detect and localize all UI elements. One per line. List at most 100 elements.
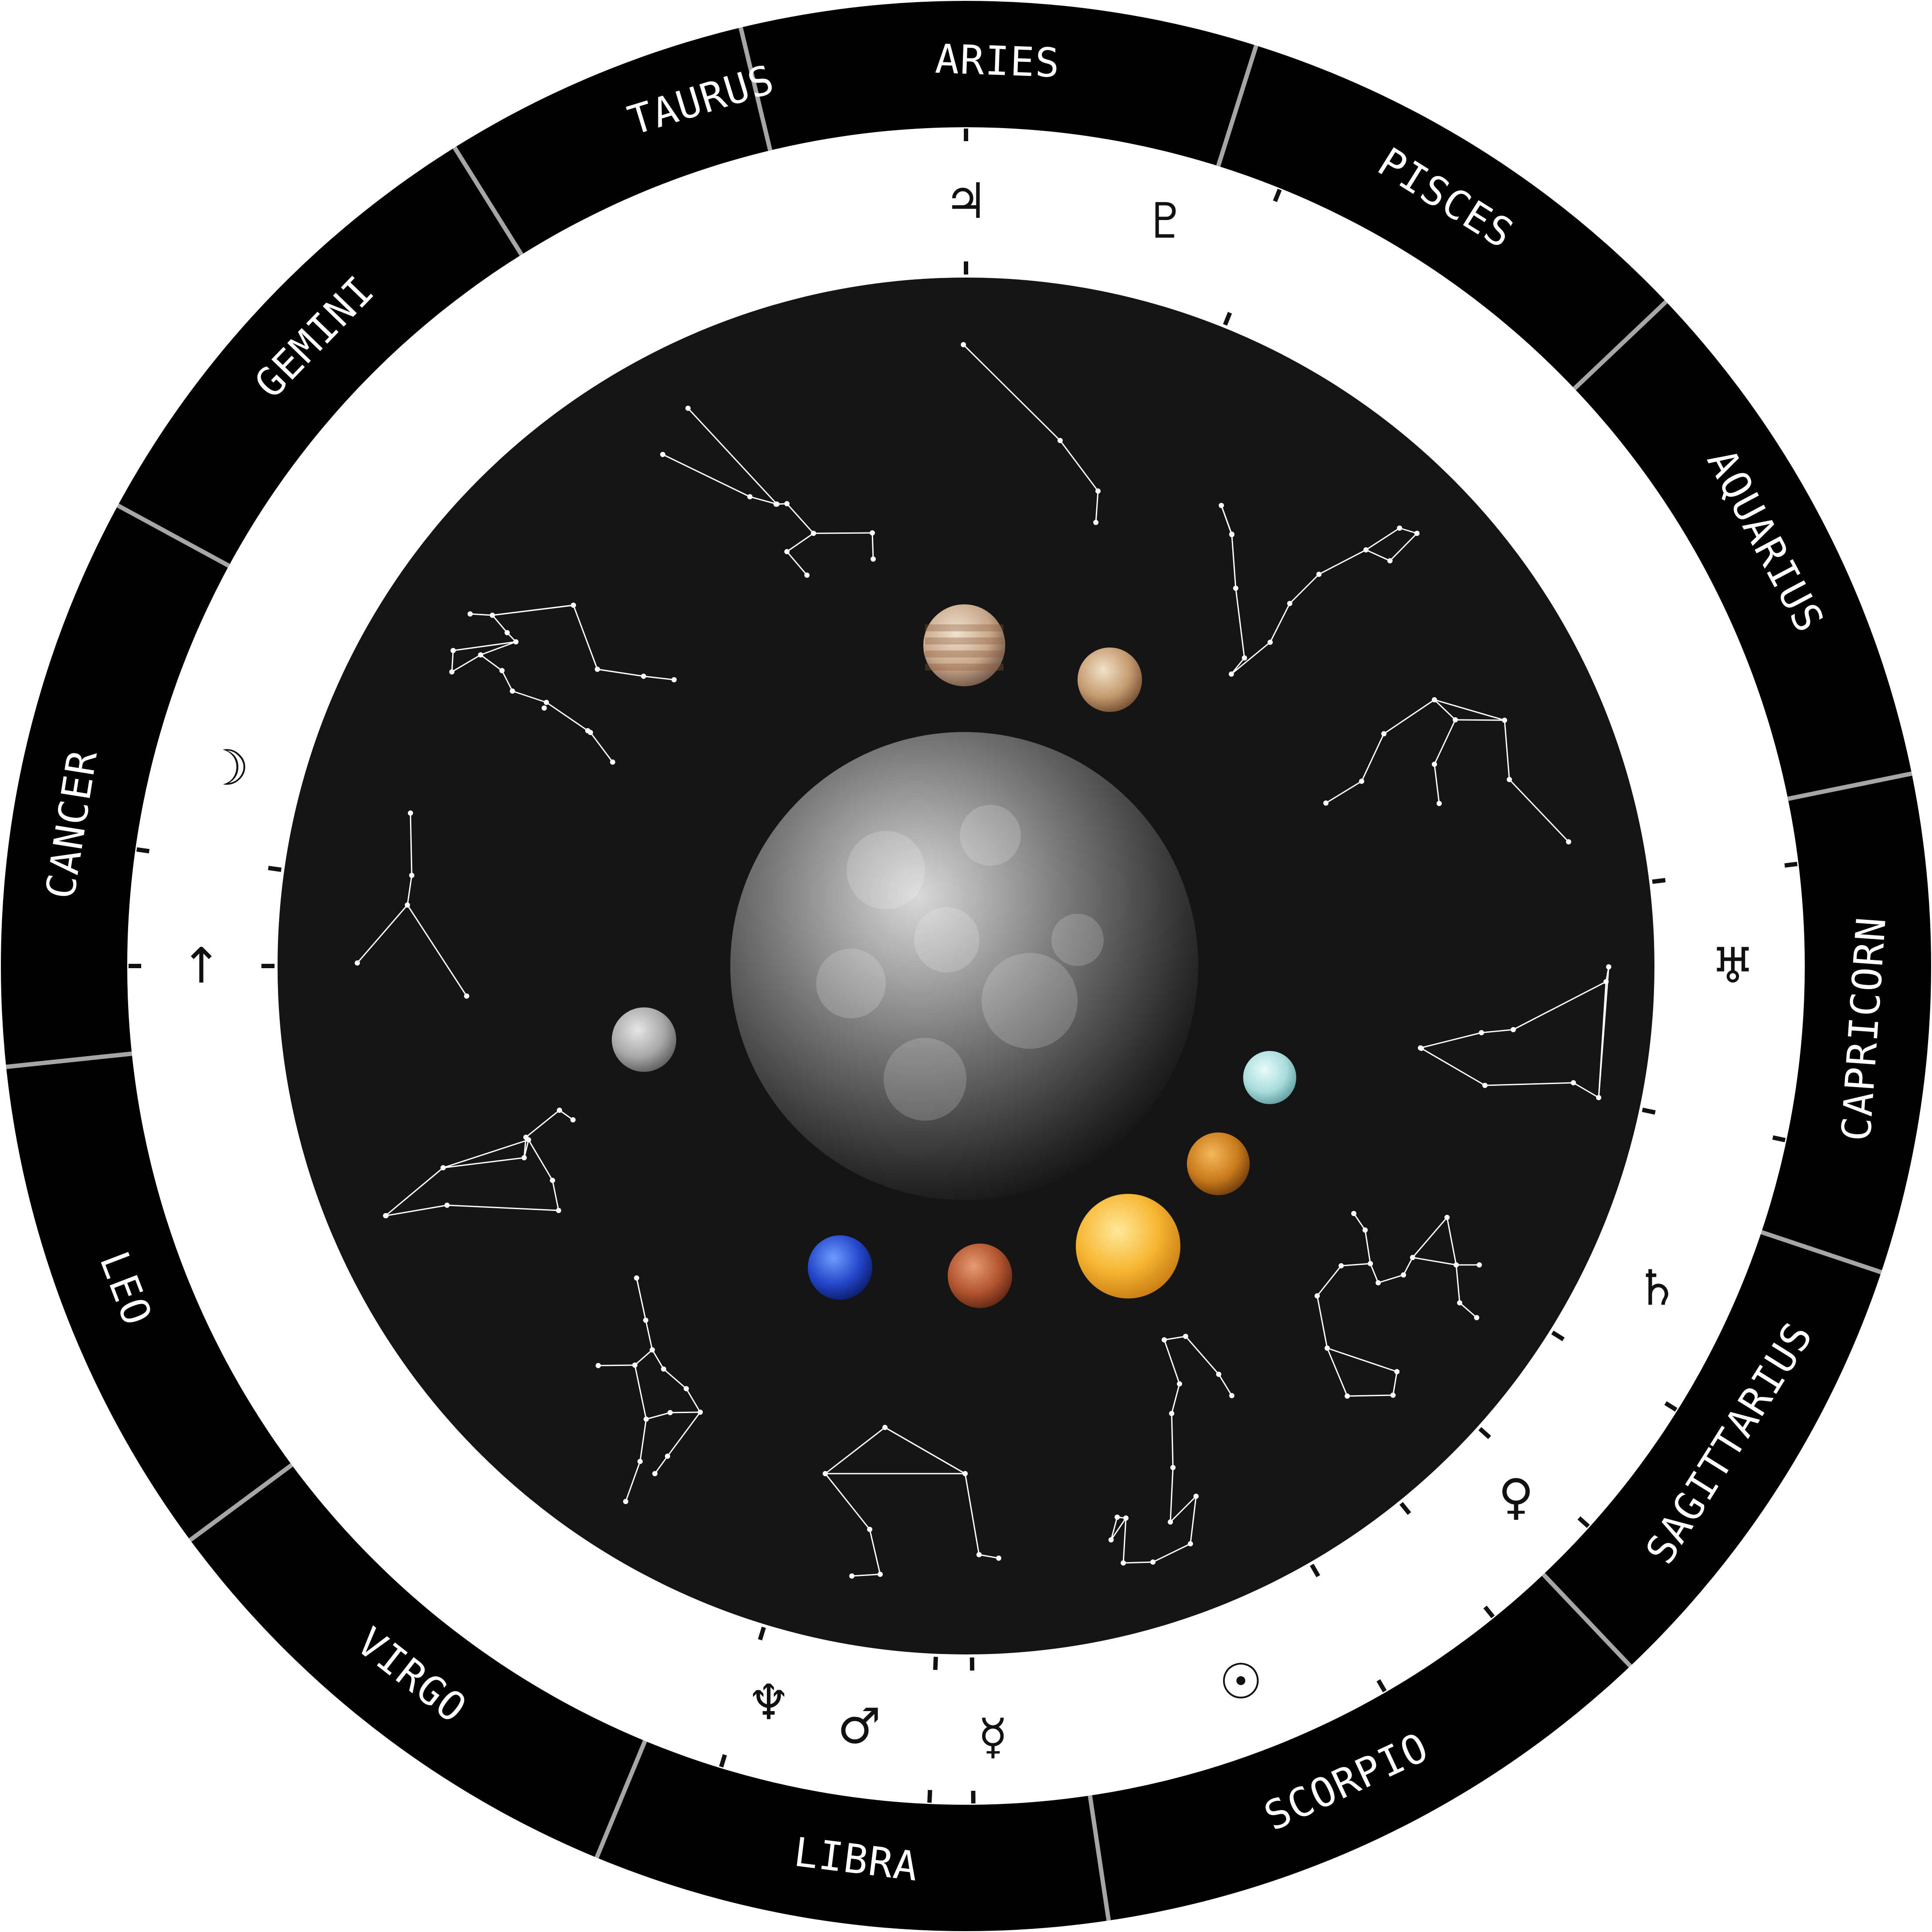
star [1437,801,1442,806]
constellation-gemini [449,603,677,765]
star [408,810,413,816]
star [355,960,360,966]
star [784,549,790,554]
star [1115,1515,1120,1520]
earth-cloud [982,953,1078,1049]
tick-mark [136,847,150,854]
constellation-line [1316,1295,1328,1349]
star [610,759,615,765]
star [499,668,505,673]
celestial-bodies [612,604,1296,1308]
star [1414,531,1420,536]
constellation-scorpio [1108,1334,1234,1566]
planet-glyphs: ♃♇♅♄♀☉☿♂♆☽↑ [181,173,1755,1765]
constellation-line [963,344,1061,441]
constellation-line [1169,1495,1197,1523]
moon-glyph-icon: ☽ [206,740,249,797]
star [526,1137,531,1142]
star [1401,1272,1406,1278]
star [634,1275,639,1281]
constellation-line [1231,641,1271,675]
constellation-libra [823,1425,1001,1579]
sign-label-aries: ARIES [934,36,1061,87]
star [976,1552,982,1557]
star [747,494,752,499]
star [1502,718,1507,723]
star [1477,1262,1482,1268]
constellation-line [512,690,547,703]
star [464,993,469,999]
star [1168,1519,1173,1525]
star [513,639,519,644]
star [623,1499,628,1504]
constellation-virgo [596,1275,703,1504]
tick-mark [927,1790,932,1803]
star [1150,1559,1156,1565]
jupiter-band [925,664,1003,671]
star [1229,1393,1234,1398]
mars-glyph-icon: ♂ [837,1698,881,1755]
sign-divider [1573,300,1668,390]
constellation-line [480,654,502,671]
tick-mark [1642,1108,1656,1115]
star [996,1556,1001,1561]
jupiter-band [925,637,1003,644]
constellation-line [651,1349,664,1369]
star [1233,586,1238,591]
star [1410,1255,1415,1260]
constellation-line [1364,1230,1371,1264]
tick-mark [719,1754,727,1768]
star [1566,839,1571,844]
constellation-line [646,1412,671,1420]
star [641,674,646,679]
constellation-leo [383,1108,576,1218]
constellation-line [663,1368,687,1390]
star [1596,1095,1601,1100]
moon-image-icon [612,1007,676,1072]
constellation-line [885,1427,966,1474]
star [596,1363,601,1368]
star [773,502,779,507]
star [1511,1027,1516,1032]
constellation-line [662,454,750,498]
tick-mark [758,1627,766,1641]
constellation-line [1220,505,1233,535]
star [1242,655,1247,661]
star [585,728,590,733]
constellation-line [1269,603,1291,643]
sign-divider [1542,1573,1632,1668]
constellation-line [1110,1517,1118,1540]
star [1368,1261,1373,1266]
constellation-line [1434,764,1440,804]
constellation-line [654,1456,668,1474]
star [1474,1315,1479,1320]
venus-image-icon [1187,1132,1250,1195]
sign-divider [117,503,230,568]
star [867,1527,872,1532]
earth-image-icon [730,732,1198,1200]
star [1479,1030,1484,1035]
saturn-glyph-icon: ♄ [1635,1260,1679,1317]
star [1444,1215,1450,1220]
jupiter-image-icon [923,604,1005,686]
constellation-line [1513,981,1607,1030]
star [1376,1280,1381,1285]
constellation-line [634,1365,647,1420]
star [661,1366,666,1372]
star [1454,1262,1459,1268]
star [478,652,483,658]
star [1507,777,1512,782]
constellation-line [1122,1518,1127,1563]
constellation-line [1327,1347,1397,1373]
constellation-line [1412,1257,1457,1266]
uranus-glyph-icon: ♅ [1711,938,1755,994]
constellation-line [1347,1394,1393,1397]
star [1603,979,1609,984]
star [595,667,600,672]
constellation-line [1366,549,1390,562]
star [1325,1346,1330,1351]
sign-divider [1760,1230,1882,1274]
tick-mark [1223,312,1232,326]
star [1453,717,1458,722]
constellation-line [443,1139,529,1169]
